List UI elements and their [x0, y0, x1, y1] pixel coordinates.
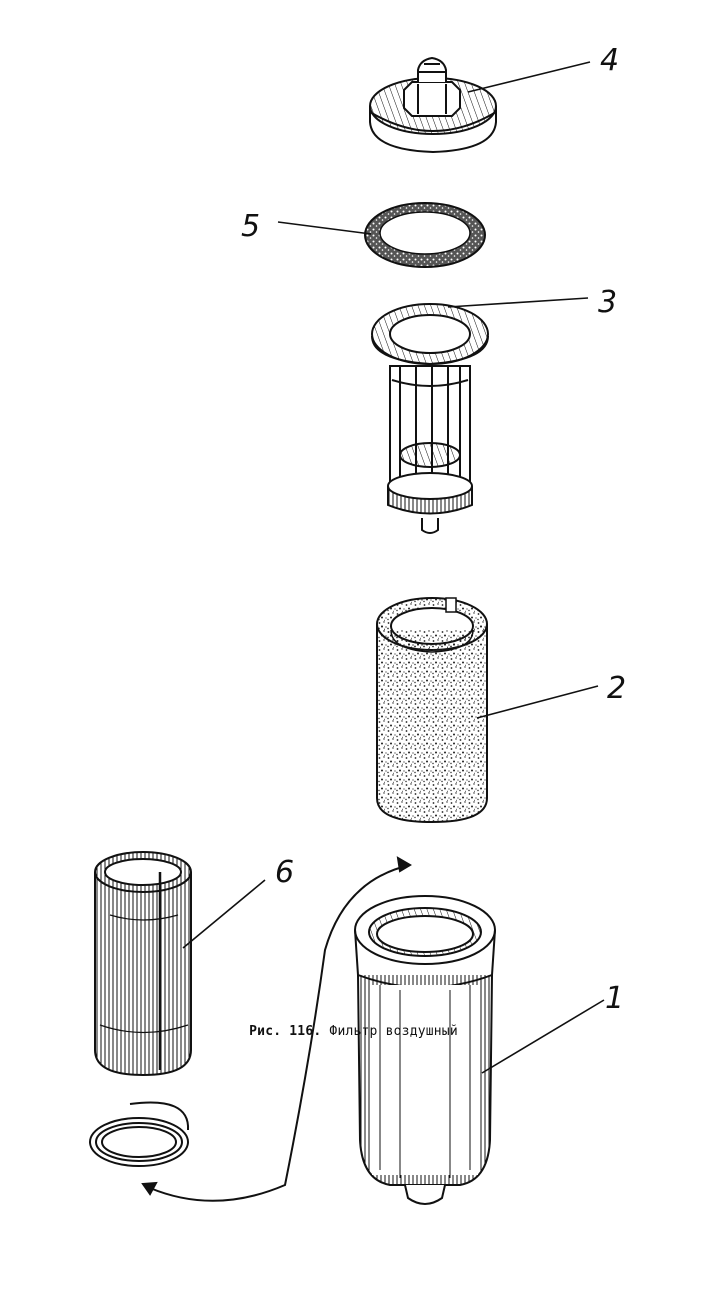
- caption-title: Фильтр воздушный: [329, 1024, 458, 1039]
- leader-2: [476, 685, 599, 719]
- leader-5: [277, 221, 372, 235]
- leader-4: [467, 61, 591, 93]
- figure-caption: Рис. 116. Фильтр воздушный: [0, 1024, 707, 1039]
- callout-6: 6: [275, 855, 294, 890]
- filter-element-part-2: [376, 597, 488, 824]
- mesh-screen-part-6: [94, 851, 192, 1077]
- cap-part-4: [369, 56, 497, 154]
- assembly-arrow: [141, 856, 412, 1202]
- caption-figure-number: Рис. 116.: [249, 1024, 322, 1039]
- leader-lines: [182, 61, 605, 1074]
- filter-frame-part-3: [371, 303, 489, 534]
- callout-2: 2: [607, 671, 626, 706]
- callout-1: 1: [605, 981, 624, 1016]
- callout-4: 4: [600, 43, 619, 78]
- mesh-band: [89, 1101, 190, 1167]
- gasket-ring-part-5: [364, 202, 486, 268]
- bowl-part-1: [354, 895, 496, 1205]
- callout-5: 5: [241, 209, 260, 244]
- callout-3: 3: [598, 285, 617, 320]
- leader-1: [481, 999, 605, 1074]
- leader-3: [447, 297, 589, 308]
- leader-6: [182, 879, 266, 949]
